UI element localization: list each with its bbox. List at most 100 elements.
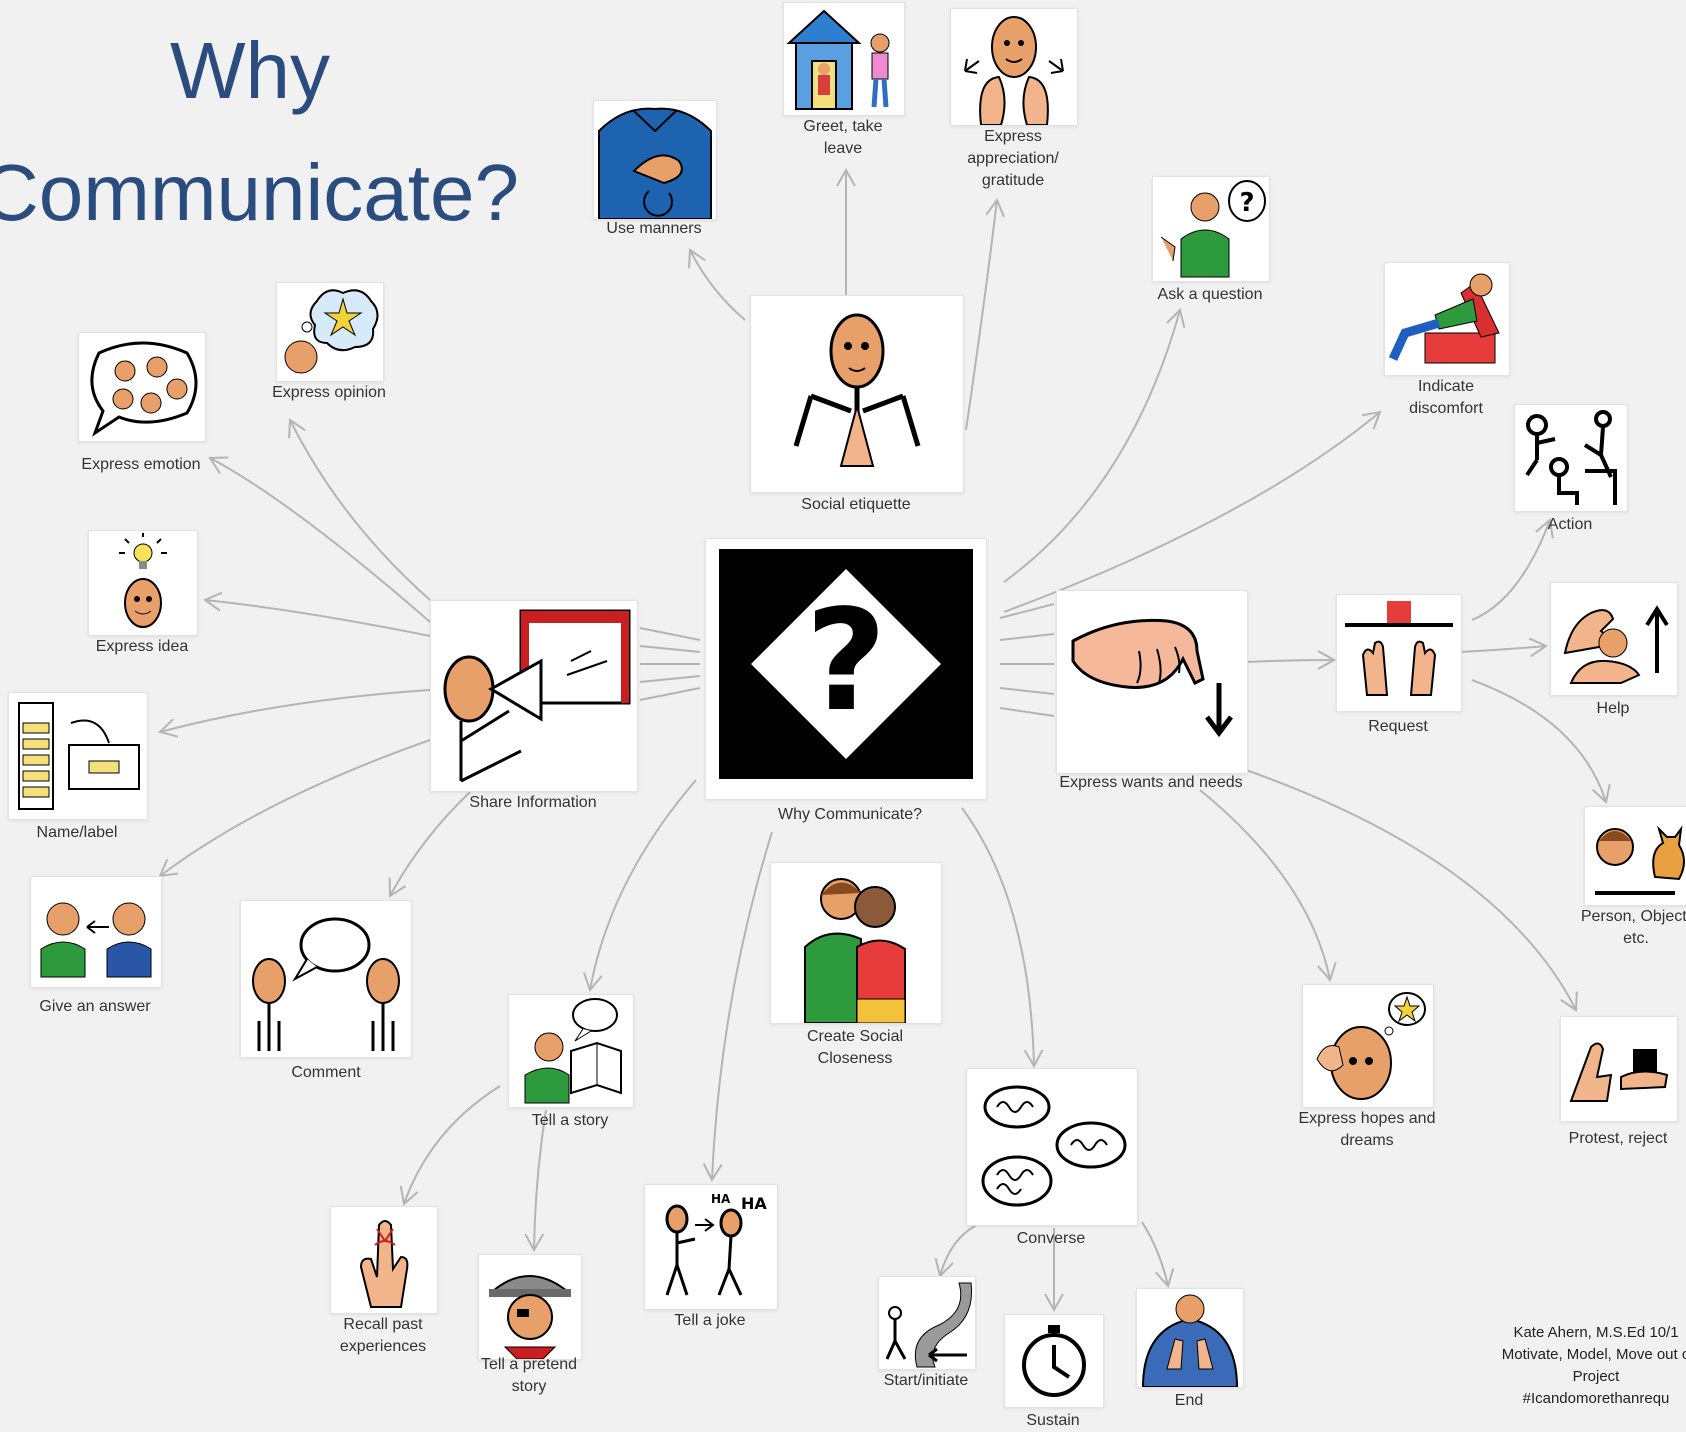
- node-label: Express idea: [95, 638, 189, 655]
- page-title: Why Communicate?: [0, 10, 520, 254]
- friends-hugging-icon: [770, 862, 942, 1024]
- author-credit: Kate Ahern, M.S.Ed 10/1 Motivate, Model,…: [1446, 1322, 1686, 1410]
- connector-arrow: [711, 831, 773, 1181]
- arrowhead: [1044, 1293, 1064, 1313]
- arrowhead: [524, 1233, 545, 1253]
- arrowhead: [1317, 962, 1337, 983]
- question-diamond-icon: ?: [705, 538, 987, 800]
- house-greeting-icon: [783, 2, 905, 116]
- node-label: Person, Object, etc.: [1580, 908, 1686, 947]
- node-label: Start/initiate: [883, 1372, 969, 1389]
- dreaming-head-icon: [1302, 984, 1434, 1108]
- speech-bubbles-icon: [966, 1068, 1138, 1226]
- node-label: Express wants and needs: [1059, 774, 1243, 791]
- laughing-people-icon: HA HA: [644, 1184, 778, 1310]
- arrowhead: [985, 197, 1005, 218]
- node-label: Tell a joke: [674, 1312, 746, 1329]
- arrowhead: [1154, 1268, 1175, 1288]
- path-start-icon: [878, 1276, 976, 1370]
- node-label: Tell a pretend story: [480, 1356, 578, 1395]
- node-label: Recall past experiences: [339, 1316, 427, 1355]
- arrowhead: [1560, 991, 1578, 1012]
- arrowhead: [399, 1185, 419, 1206]
- reclining-person-icon: [1384, 262, 1510, 376]
- two-people-answer-icon: [30, 876, 162, 988]
- connector-arrow: [939, 1225, 976, 1277]
- arrowhead: [388, 877, 407, 898]
- node-label: Greet, take leave: [803, 118, 883, 157]
- svg-text:HA: HA: [741, 1194, 767, 1213]
- node-label: Express appreciation/ gratitude: [967, 128, 1059, 189]
- connector-line: [639, 675, 701, 683]
- arrowhead: [208, 456, 229, 474]
- connector-line: [639, 645, 701, 653]
- connector-arrow: [689, 249, 746, 321]
- svg-text:?: ?: [805, 580, 886, 743]
- arrowhead: [1023, 1049, 1044, 1069]
- lightbulb-head-icon: [88, 530, 198, 636]
- connector-arrow: [1003, 309, 1181, 583]
- credit-line: Project: [1572, 1368, 1620, 1385]
- node-label: Help: [1596, 700, 1630, 717]
- connector-arrow: [1245, 769, 1577, 1011]
- connector-arrow: [1003, 411, 1381, 613]
- action-figures-icon: [1514, 404, 1628, 512]
- node-label: End: [1174, 1392, 1204, 1409]
- person-cat-icon: [1584, 806, 1686, 906]
- connector-arrow: [961, 807, 1035, 1067]
- connector-arrow: [159, 689, 431, 733]
- connector-line: [999, 603, 1055, 619]
- node-label: Name/label: [36, 824, 118, 841]
- title-line-2: Communicate?: [0, 148, 519, 237]
- connector-arrow: [1459, 645, 1547, 653]
- connector-line: [999, 707, 1055, 717]
- request-hands-icon: [1336, 594, 1462, 712]
- arrowhead: [202, 591, 223, 612]
- arrowhead: [158, 718, 179, 738]
- connector-line: [999, 633, 1055, 641]
- arrowhead: [1317, 650, 1337, 670]
- connector-arrow: [389, 791, 471, 897]
- connector-arrow: [403, 1085, 501, 1205]
- arrowhead: [583, 972, 603, 993]
- connector-arrow: [209, 457, 431, 623]
- helping-hands-icon: [1550, 582, 1678, 696]
- connector-arrow: [204, 599, 431, 637]
- credit-line: Motivate, Model, Move out o: [1501, 1346, 1686, 1363]
- hands-end-icon: [1136, 1288, 1244, 1388]
- node-label: Share Information: [469, 794, 597, 811]
- svg-text:?: ?: [1239, 188, 1254, 218]
- node-label: Tell a story: [531, 1112, 609, 1129]
- connector-arrow: [1245, 659, 1335, 663]
- arrowhead: [288, 418, 306, 439]
- node-label: Action: [1547, 516, 1593, 533]
- storytelling-book-icon: [508, 994, 634, 1108]
- connector-arrow: [1199, 789, 1331, 981]
- node-label: Express hopes and dreams: [1298, 1110, 1436, 1149]
- arrowhead: [1591, 783, 1611, 804]
- connector-arrow: [589, 779, 697, 991]
- credit-line: #Icandomorethanrequ: [1522, 1390, 1670, 1407]
- connector-line: [639, 627, 701, 641]
- arrowhead: [1528, 637, 1549, 658]
- node-label: Ask a question: [1157, 286, 1263, 303]
- arrowhead: [1166, 308, 1186, 329]
- node-label: Express emotion: [81, 456, 201, 473]
- megaphone-presentation-icon: [430, 600, 638, 792]
- arrowhead: [702, 1163, 723, 1183]
- node-label: Comment: [291, 1064, 361, 1081]
- timer-icon: [1004, 1314, 1104, 1408]
- praying-hands-person-icon: [750, 295, 964, 493]
- node-label: Request: [1368, 718, 1428, 735]
- node-label: Indicate discomfort: [1409, 378, 1483, 417]
- connector-arrow: [159, 739, 431, 877]
- credit-line: Kate Ahern, M.S.Ed 10/1: [1513, 1324, 1679, 1341]
- connector-arrow: [289, 419, 431, 601]
- connector-arrow: [1471, 519, 1551, 621]
- filing-label-icon: [8, 692, 148, 820]
- connector-arrow: [1141, 1221, 1169, 1287]
- arrowhead: [1535, 518, 1554, 539]
- node-label: Sustain: [1026, 1412, 1080, 1429]
- hand-on-chest-icon: [593, 100, 717, 220]
